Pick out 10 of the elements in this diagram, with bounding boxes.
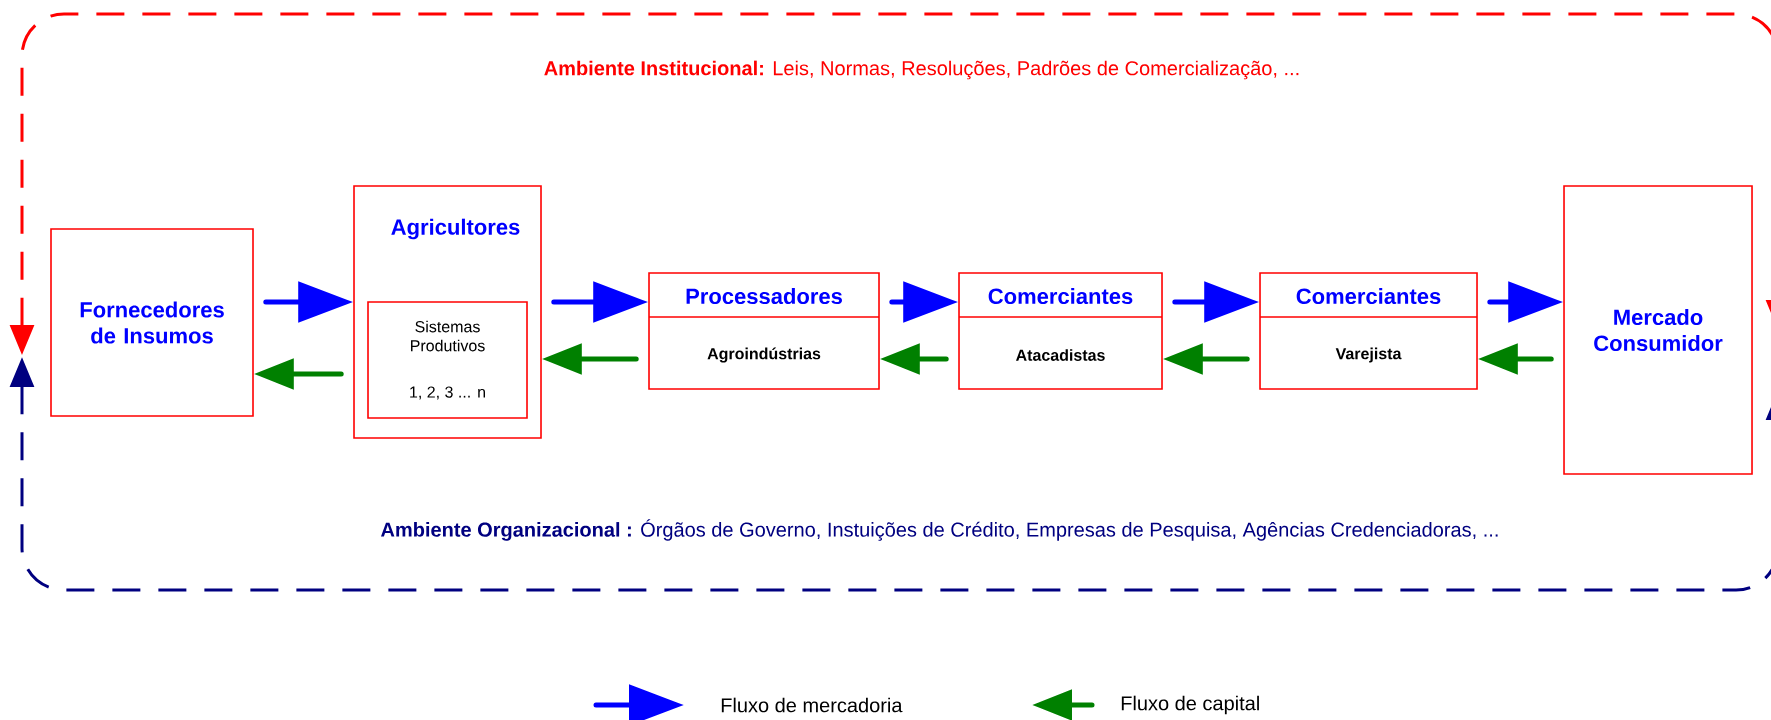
process-box: Comerciantes Atacadistas <box>958 272 1163 390</box>
node-label: Ambiente Institucional: Leis, Normas, Resoluções, Padrões de Comercialização, ... <box>544 60 1299 80</box>
process-box: Mercado Consumidor <box>1563 185 1753 475</box>
process-box: Processadores Agroindústrias <box>648 272 880 390</box>
process-box: Comerciantes Varejista <box>1259 272 1478 390</box>
process-box: Sistemas Produtivos 1, 2, 3 ... n <box>367 301 528 419</box>
legend-label: Fluxo de mercadoria <box>721 697 903 713</box>
legend-label: Fluxo de capital <box>1121 695 1259 715</box>
process-box: Fornecedores de Insumos <box>50 228 254 417</box>
node-label: Ambiente Organizacional : Órgãos de Governo, Instuições de Crédito, Empresas de Pesquisa, Agências Credenciadoras, ... <box>381 519 1498 541</box>
